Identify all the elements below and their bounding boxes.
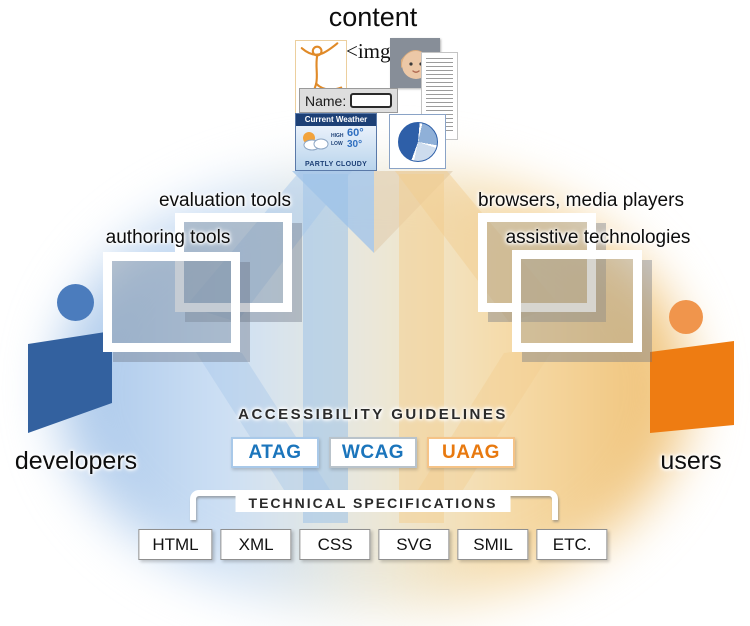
guidelines-heading: ACCESSIBILITY GUIDELINES: [238, 406, 508, 423]
users-label: users: [660, 447, 722, 475]
authoring-tools-window: [103, 252, 240, 352]
content-label: content: [328, 2, 418, 32]
spec-box-smil: SMIL: [457, 529, 529, 560]
assistive-technologies-label: assistive technologies: [505, 227, 691, 248]
user-head-icon: [669, 300, 703, 334]
authoring-tools-label: authoring tools: [105, 227, 231, 248]
spec-box-css: CSS: [299, 529, 371, 560]
specs-row: HTML XML CSS SVG SMIL ETC.: [138, 529, 608, 560]
developers-label: developers: [14, 447, 138, 475]
content-collage: <img Name: Current Weather: [293, 36, 459, 173]
browsers-label: browsers, media players: [478, 190, 684, 211]
pie-chart-icon: [397, 121, 438, 162]
spec-box-etc: ETC.: [536, 529, 608, 560]
guidelines-row: ATAG WCAG UAAG: [231, 437, 515, 468]
spec-box-html: HTML: [138, 529, 213, 560]
img-tag-text: <img: [346, 39, 391, 63]
guideline-box-uaag: UAAG: [427, 437, 515, 468]
browsers-window: [478, 213, 596, 312]
specs-bracket: [190, 490, 558, 520]
low-label: LOW: [331, 141, 343, 147]
evaluation-tools-label: evaluation tools: [158, 190, 292, 211]
pie-chart-card: [389, 114, 446, 169]
spec-box-xml: XML: [220, 529, 292, 560]
name-form: Name:: [299, 88, 398, 113]
weather-condition: PARTLY CLOUDY: [304, 161, 368, 168]
high-value: 60°: [347, 127, 364, 139]
assistive-technologies-window: [512, 250, 642, 352]
partly-cloudy-icon: [303, 132, 329, 151]
weather-widget: Current Weather HIGH LOW 60° 30°: [295, 113, 377, 171]
weather-title: Current Weather: [296, 114, 376, 126]
name-input: [350, 93, 392, 108]
developer-head-icon: [57, 284, 94, 321]
low-value: 30°: [347, 139, 363, 150]
weather-body: HIGH LOW 60° 30° PARTLY CLOUDY: [296, 126, 376, 170]
high-label: HIGH: [331, 133, 344, 139]
spec-box-svg: SVG: [378, 529, 450, 560]
specs-heading: TECHNICAL SPECIFICATIONS: [235, 494, 511, 512]
name-label: Name:: [305, 92, 347, 109]
guideline-box-wcag: WCAG: [329, 437, 417, 468]
guideline-box-atag: ATAG: [231, 437, 319, 468]
